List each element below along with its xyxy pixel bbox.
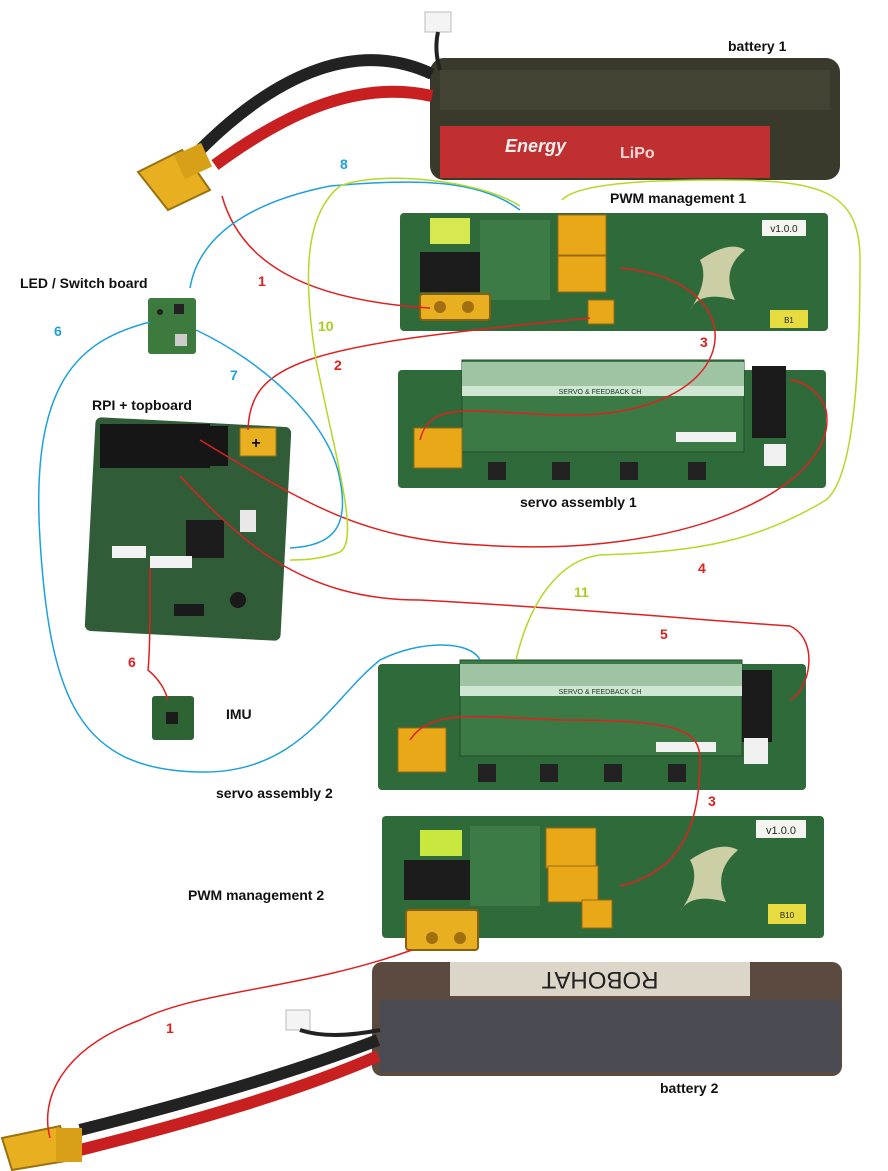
led-switch-board xyxy=(148,298,196,354)
servo-1-strip-label: SERVO & FEEDBACK CH xyxy=(559,389,642,396)
rpi-topboard: + xyxy=(84,417,292,641)
pwm-2-tag: B10 xyxy=(780,911,795,920)
signal-wires xyxy=(38,181,521,773)
rpi-plus-mark: + xyxy=(251,435,260,452)
servo-2-strip-label: SERVO & FEEDBACK CH xyxy=(559,689,642,696)
cable-number-3b: 3 xyxy=(708,793,716,809)
label-servo-assembly-1: servo assembly 1 xyxy=(520,494,637,510)
cable-number-1b: 1 xyxy=(166,1020,174,1036)
battery-2: ROBOHAT xyxy=(0,962,842,1171)
label-pwm-management-2: PWM management 2 xyxy=(188,887,325,903)
label-battery-2: battery 2 xyxy=(660,1080,719,1096)
cable-number-3a: 3 xyxy=(700,334,708,350)
label-servo-assembly-2: servo assembly 2 xyxy=(216,785,333,801)
cable-number-6a: 6 xyxy=(54,323,62,339)
cable-number-10: 10 xyxy=(318,318,334,334)
pwm-1-version: v1.0.0 xyxy=(770,224,798,235)
cable-number-7: 7 xyxy=(230,367,238,383)
pwm-board-2: v1.0.0 B10 xyxy=(382,816,824,951)
bus-wires xyxy=(289,177,861,661)
cable-number-1a: 1 xyxy=(258,273,266,289)
cable-number-4: 4 xyxy=(698,560,706,576)
battery-1-type: LiPo xyxy=(620,145,655,162)
label-rpi-topboard: RPI + topboard xyxy=(92,397,192,413)
servo-assembly-1: SERVO & FEEDBACK CH xyxy=(398,359,826,488)
cable-number-2: 2 xyxy=(334,357,342,373)
label-pwm-management-1: PWM management 1 xyxy=(610,190,747,206)
pwm-board-1: v1.0.0 B1 xyxy=(400,213,828,331)
label-led-switch-board: LED / Switch board xyxy=(20,275,148,291)
battery-1-xt60-icon xyxy=(136,142,213,212)
cable-number-8: 8 xyxy=(340,156,348,172)
battery-1: Energy LiPo xyxy=(136,11,840,212)
cable-number-5: 5 xyxy=(660,626,668,642)
battery-1-brand: Energy xyxy=(505,136,567,156)
label-battery-1: battery 1 xyxy=(728,38,787,54)
battery-2-sticker: ROBOHAT xyxy=(541,966,658,993)
cable-number-6b: 6 xyxy=(128,654,136,670)
pwm-1-tag: B1 xyxy=(784,316,794,325)
imu-board xyxy=(152,696,194,740)
battery-2-xt60-icon xyxy=(0,1124,82,1171)
cable-number-11: 11 xyxy=(574,584,589,600)
servo-assembly-2: SERVO & FEEDBACK CH xyxy=(378,659,806,790)
pwm-2-version: v1.0.0 xyxy=(766,825,796,837)
label-imu: IMU xyxy=(226,706,252,722)
